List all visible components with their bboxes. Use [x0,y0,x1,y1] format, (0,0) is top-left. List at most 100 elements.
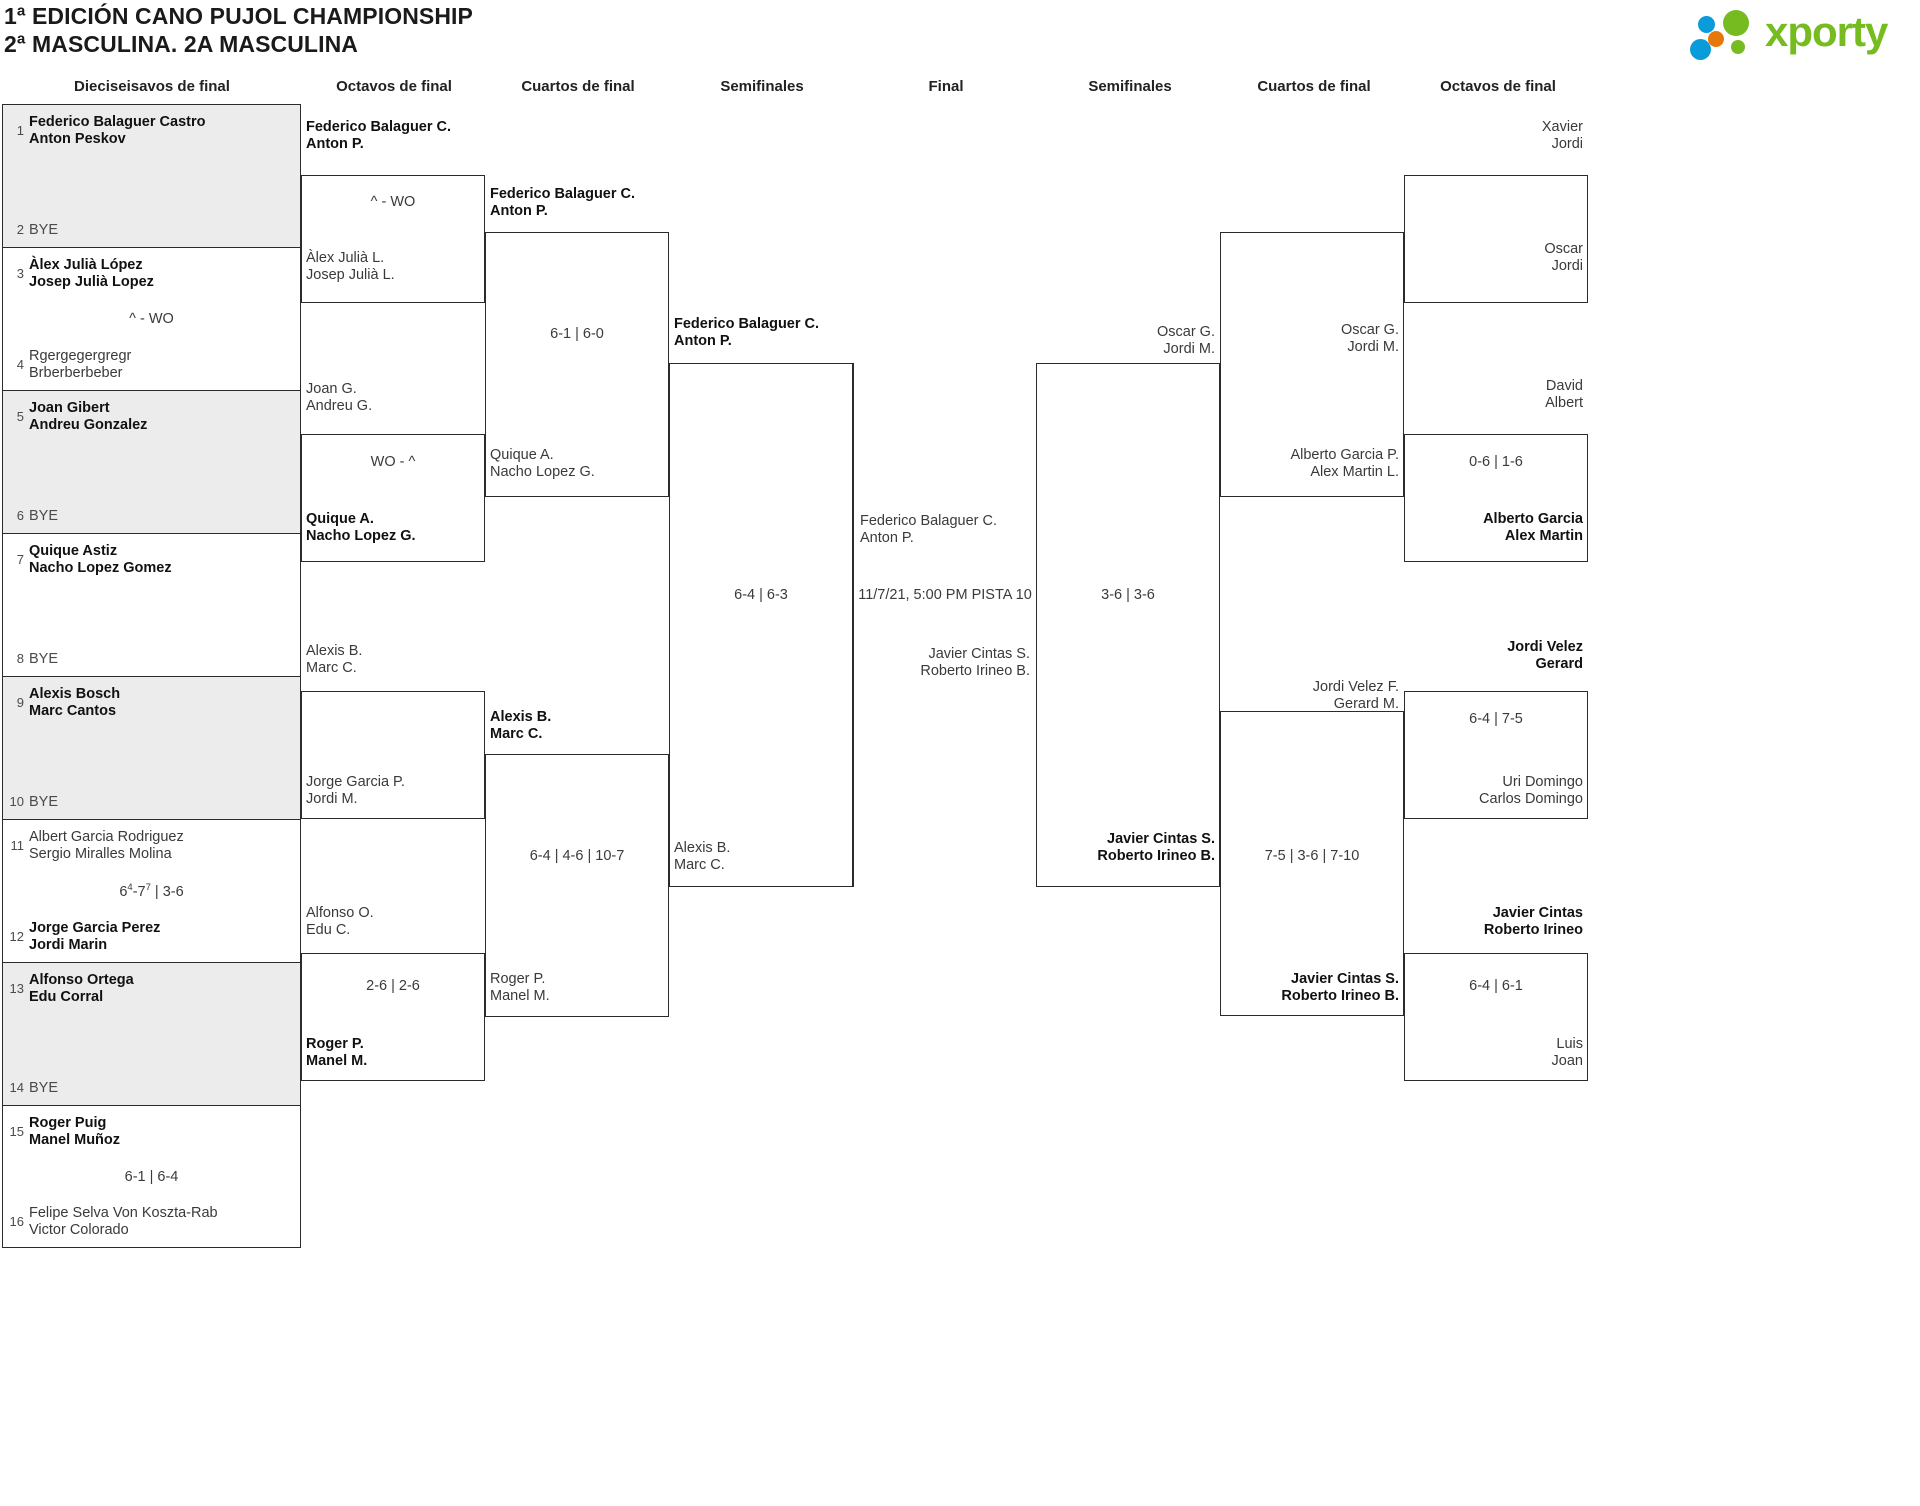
right-qf-box-1[interactable] [1220,232,1404,497]
team-names: BYE [29,794,58,811]
seed-entry-7[interactable]: 7 Quique Astiz Nacho Lopez Gomez [3,543,300,576]
seed-entry-14[interactable]: 14 BYE [3,1080,300,1097]
player-2: Jordi Marin [29,936,108,953]
logo-dot-blue-small [1698,16,1715,33]
team-names: BYE [29,651,58,668]
seed-number: 12 [9,929,24,944]
right-r16-box-3[interactable] [1404,691,1588,819]
left-r16-m1-top-team: Federico Balaguer C. Anton P. [306,119,451,152]
player-1: Javier Cintas S. [928,646,1030,662]
player-1: Oscar G. [1340,322,1399,338]
left-r16-box-4[interactable] [301,953,485,1081]
seed-entry-8[interactable]: 8 BYE [3,651,300,668]
player-2: Manel Muñoz [29,1131,121,1148]
player-2: Andreu G. [306,397,373,414]
player-1: Federico Balaguer C. [306,119,452,135]
seed-pair-1-2[interactable]: 1 Federico Balaguer Castro Anton Peskov … [2,104,301,247]
player-2: Victor Colorado [29,1221,129,1238]
team-names: Alexis Bosch Marc Cantos [29,686,120,719]
seed-entry-5[interactable]: 5 Joan Gibert Andreu Gonzalez [3,400,300,433]
team-names: Rgergegergregr Brberberbeber [29,348,131,381]
seed-entry-15[interactable]: 15 Roger Puig Manel Muñoz [3,1115,300,1148]
seed-entry-1[interactable]: 1 Federico Balaguer Castro Anton Peskov [3,114,300,147]
seed-pair-3-4[interactable]: 3 Àlex Julià López Josep Julià Lopez ^ -… [2,247,301,390]
team-names: Alfonso Ortega Edu Corral [29,972,134,1005]
right-sf-box-1[interactable] [1036,363,1220,887]
seed-entry-9[interactable]: 9 Alexis Bosch Marc Cantos [3,686,300,719]
player-2: Edu C. [306,921,351,938]
left-r16-m4-bot-team: Roger P. Manel M. [306,1036,367,1069]
seed-entry-2[interactable]: 2 BYE [3,222,300,239]
seed-entry-6[interactable]: 6 BYE [3,508,300,525]
seed-number: 10 [9,794,24,810]
left-r16-m2-bot-team: Quique A. Nacho Lopez G. [306,511,416,544]
player-2: Roberto Irineo [1483,921,1583,938]
player-1: Federico Balaguer C. [860,513,998,529]
player-2: Anton P. [674,332,732,349]
team-names: Felipe Selva Von Koszta-Rab Victor Color… [29,1205,218,1238]
right-r16-m4-top-team: Javier Cintas Roberto Irineo [1399,905,1583,938]
seed-pair-11-12[interactable]: 11 Albert Garcia Rodriguez Sergio Mirall… [2,819,301,962]
team-names: Joan Gibert Andreu Gonzalez [29,400,147,433]
right-r16-m2-score: 0-6 | 1-6 [1469,454,1523,470]
seed-number: 13 [9,981,24,996]
final-bot-team: Javier Cintas S. Roberto Irineo B. [846,646,1030,679]
seed-number: 8 [16,651,24,667]
xporty-logo[interactable]: xporty [1690,6,1910,60]
right-qf-m2-score: 7-5 | 3-6 | 7-10 [1264,848,1360,864]
player-1: BYE [29,221,59,238]
seed-entry-3[interactable]: 3 Àlex Julià López Josep Julià Lopez [3,257,300,290]
right-r16-box-1[interactable] [1404,175,1588,303]
player-2: Marc C. [490,725,543,742]
player-1: Federico Balaguer Castro [29,114,206,130]
player-1: Javier Cintas [1492,905,1583,921]
final-divider-left [853,363,854,887]
left-qf-box-1[interactable] [485,232,669,497]
seed-entry-13[interactable]: 13 Alfonso Ortega Edu Corral [3,972,300,1005]
left-sf-m1-bot-team: Alexis B. Marc C. [674,840,730,873]
round-header-final: Final [928,78,964,95]
left-qf-m1-top-team: Federico Balaguer C. Anton P. [490,186,635,219]
seed-entry-12[interactable]: 12 Jorge Garcia Perez Jordi Marin [3,920,300,953]
match-score: 64-77 | 3-6 [119,882,184,900]
seed-entry-10[interactable]: 10 BYE [3,794,300,811]
left-r16-box-2[interactable] [301,434,485,562]
player-1: Oscar [1544,241,1583,257]
seed-entry-16[interactable]: 16 Felipe Selva Von Koszta-Rab Victor Co… [3,1205,300,1238]
seed-number: 16 [9,1214,24,1229]
right-r16-box-4[interactable] [1404,953,1588,1081]
seed-pair-15-16[interactable]: 15 Roger Puig Manel Muñoz 6-1 | 6-4 16 F… [2,1105,301,1248]
seed-entry-11[interactable]: 11 Albert Garcia Rodriguez Sergio Mirall… [3,829,300,862]
left-qf-m2-top-team: Alexis B. Marc C. [490,709,551,742]
player-2: Carlos Domingo [1479,790,1583,807]
left-sf-box-1[interactable] [669,363,853,887]
player-2: Nacho Lopez G. [306,527,416,544]
player-2: Manel M. [306,1052,368,1069]
player-2: Jordi M. [1163,340,1215,357]
seed-pair-5-6[interactable]: 5 Joan Gibert Andreu Gonzalez 6 BYE [2,390,301,533]
seed-pair-7-8[interactable]: 7 Quique Astiz Nacho Lopez Gomez 8 BYE [2,533,301,676]
tournament-category: 2ª MASCULINA. 2A MASCULINA [4,31,358,57]
seed-number: 14 [9,1080,24,1096]
player-1: Uri Domingo [1502,774,1583,790]
player-1: Alfonso Ortega [29,972,134,988]
player-2: Roberto Irineo B. [1097,847,1215,864]
player-2: Jordi M. [306,790,358,807]
right-r16-box-2[interactable] [1404,434,1588,562]
left-qf-box-2[interactable] [485,754,669,1017]
left-r16-box-3[interactable] [301,691,485,819]
seed-entry-4[interactable]: 4 Rgergegergregr Brberberbeber [3,348,300,381]
right-qf-box-2[interactable] [1220,711,1404,1016]
seed-pair-13-14[interactable]: 13 Alfonso Ortega Edu Corral 14 BYE [2,962,301,1105]
player-1: Àlex Julià López [29,257,143,273]
right-r16-m3-bot-team: Uri Domingo Carlos Domingo [1399,774,1583,807]
player-2: Anton P. [860,529,914,546]
logo-wordmark: xporty [1765,8,1888,55]
left-r16-box-1[interactable] [301,175,485,303]
left-r16-m1-bot-team: Àlex Julià L. Josep Julià L. [306,250,395,283]
tournament-name: 1ª EDICIÓN CANO PUJOL CHAMPIONSHIP [4,3,473,29]
player-1: Alexis B. [306,643,363,659]
left-r16-m4-score: 2-6 | 2-6 [366,978,420,994]
seed-pair-9-10[interactable]: 9 Alexis Bosch Marc Cantos 10 BYE [2,676,301,819]
player-1: Jordi Velez F. [1312,679,1399,695]
